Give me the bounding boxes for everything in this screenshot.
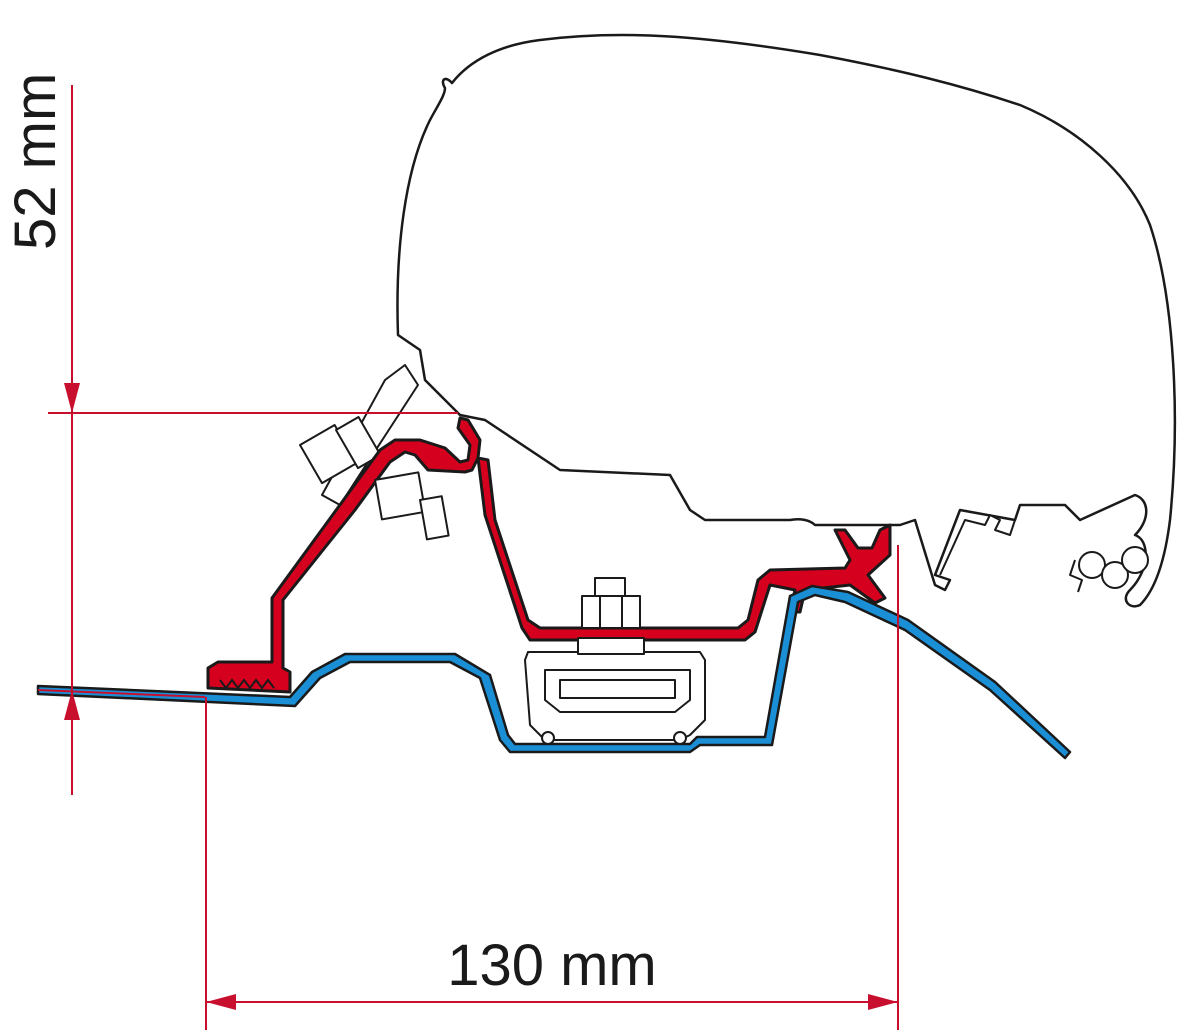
width-dimension (205, 545, 899, 1030)
blue-roof-profile (36, 584, 1072, 760)
bolt-nut-face (599, 595, 623, 629)
width-label: 130 mm (447, 933, 657, 998)
lower-nut (374, 471, 427, 521)
height-dimension (37, 85, 458, 795)
awning-roller-1 (1078, 551, 1106, 579)
height-arrow-top (64, 383, 80, 413)
red-adapter (206, 416, 892, 694)
roof-rail-inner-2 (559, 679, 676, 699)
upper-nut-face (335, 416, 382, 470)
awning-channel (1069, 559, 1083, 593)
rail-foot-left (541, 731, 555, 745)
height-label: 52 mm (3, 73, 68, 250)
awning-roller-3 (1121, 546, 1149, 574)
rail-foot-right (673, 731, 687, 745)
bolt-shank (577, 637, 645, 655)
width-arrow-right (868, 994, 898, 1010)
awning-roller-2 (1101, 561, 1129, 589)
width-arrow-left (206, 994, 236, 1010)
adapter-teeth (219, 678, 275, 690)
awning-case (396, 33, 1177, 608)
lower-nut-washer (419, 495, 450, 541)
height-arrow-bottom (64, 690, 80, 720)
bolt-head (594, 577, 626, 597)
awning-slot-detail (939, 514, 1016, 576)
